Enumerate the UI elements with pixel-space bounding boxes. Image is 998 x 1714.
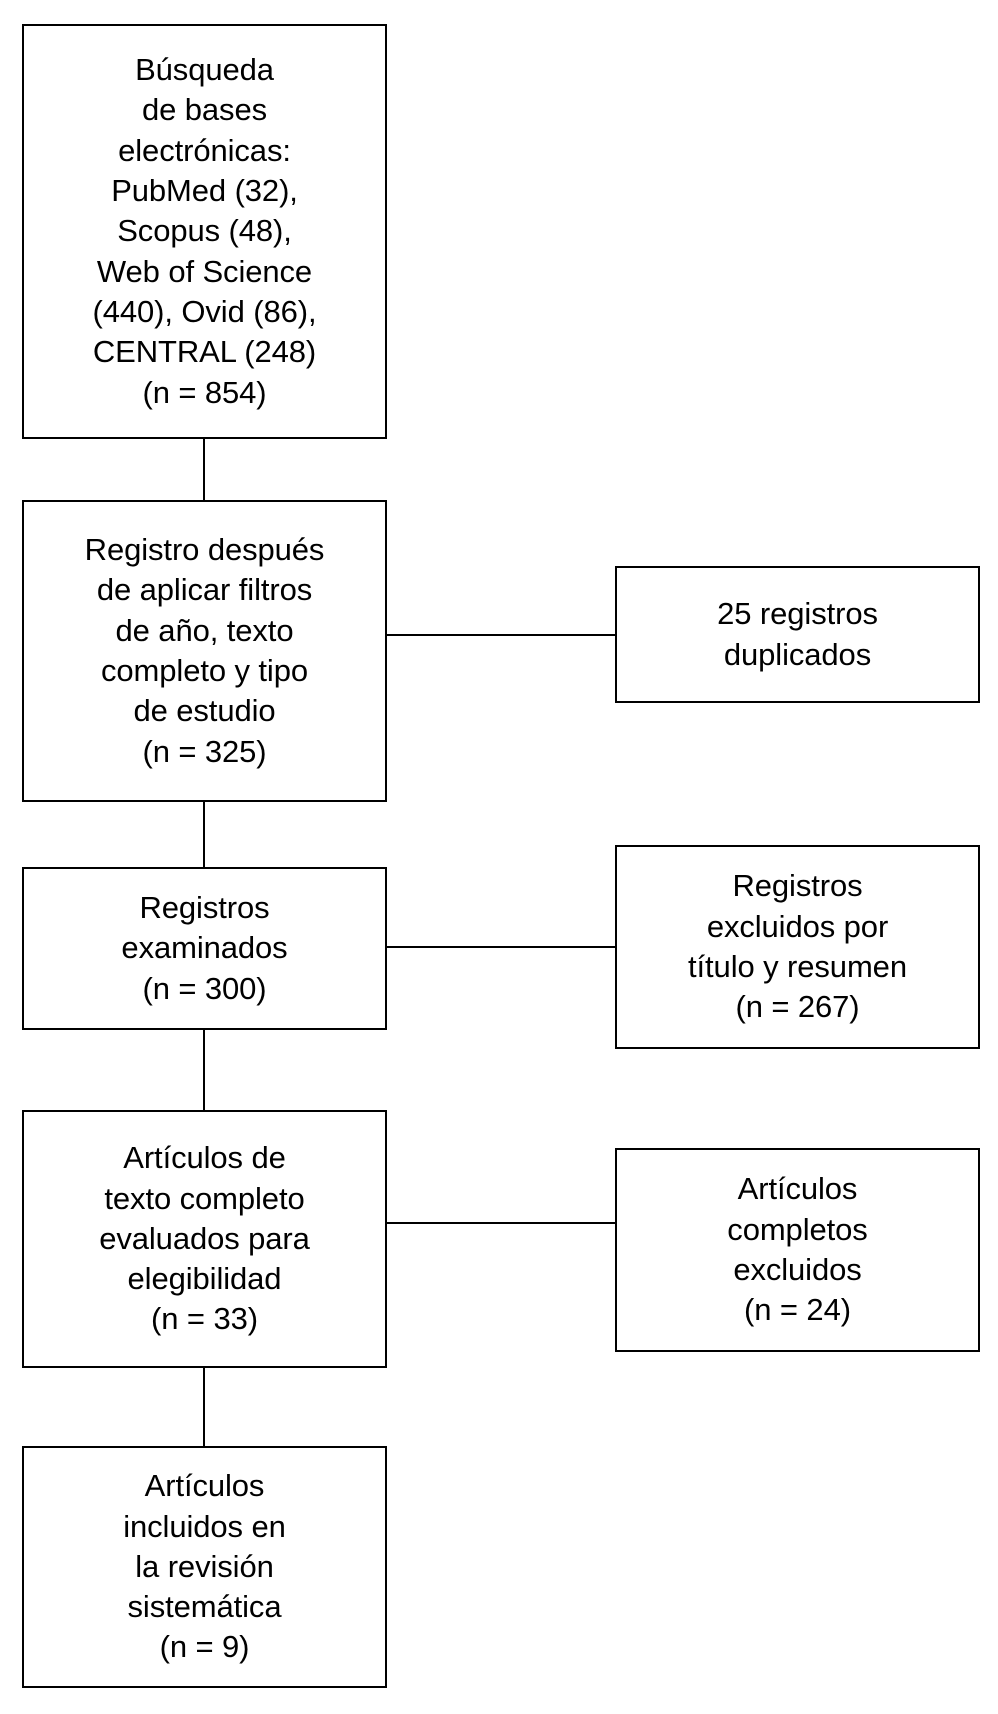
connector-records-to-excluded-by-title (387, 946, 615, 948)
connector-eligibility-to-included (203, 1368, 205, 1446)
connector-records-to-eligibility (203, 1030, 205, 1110)
flow-box-screening-label: Registro después de aplicar filtros de a… (84, 532, 325, 769)
flow-box-identification[interactable]: Búsqueda de bases electrónicas: PubMed (… (22, 24, 387, 439)
flow-box-eligibility[interactable]: Artículos de texto completo evaluados pa… (22, 1110, 387, 1368)
flow-box-screening[interactable]: Registro después de aplicar filtros de a… (22, 500, 387, 802)
flow-box-identification-label: Búsqueda de bases electrónicas: PubMed (… (92, 52, 317, 410)
flow-box-duplicates[interactable]: 25 registros duplicados (615, 566, 980, 703)
flow-box-excluded-fulltext-label: Artículos completos excluidos (n = 24) (727, 1171, 868, 1328)
flow-box-eligibility-label: Artículos de texto completo evaluados pa… (99, 1140, 310, 1337)
flow-box-excluded-by-title-label: Registros excluidos por título y resumen… (688, 868, 907, 1025)
flow-box-excluded-fulltext[interactable]: Artículos completos excluidos (n = 24) (615, 1148, 980, 1352)
connector-screening-to-records (203, 802, 205, 867)
flow-box-included[interactable]: Artículos incluidos en la revisión siste… (22, 1446, 387, 1688)
connector-screening-to-duplicates (387, 634, 615, 636)
connector-eligibility-to-excluded-fulltext (387, 1222, 615, 1224)
flow-box-excluded-by-title[interactable]: Registros excluidos por título y resumen… (615, 845, 980, 1049)
connector-identification-to-screening (203, 439, 205, 500)
flow-box-duplicates-label: 25 registros duplicados (717, 596, 878, 672)
flow-box-included-label: Artículos incluidos en la revisión siste… (123, 1468, 286, 1665)
flow-box-records-screened[interactable]: Registros examinados (n = 300) (22, 867, 387, 1030)
flow-box-records-screened-label: Registros examinados (n = 300) (121, 890, 288, 1006)
